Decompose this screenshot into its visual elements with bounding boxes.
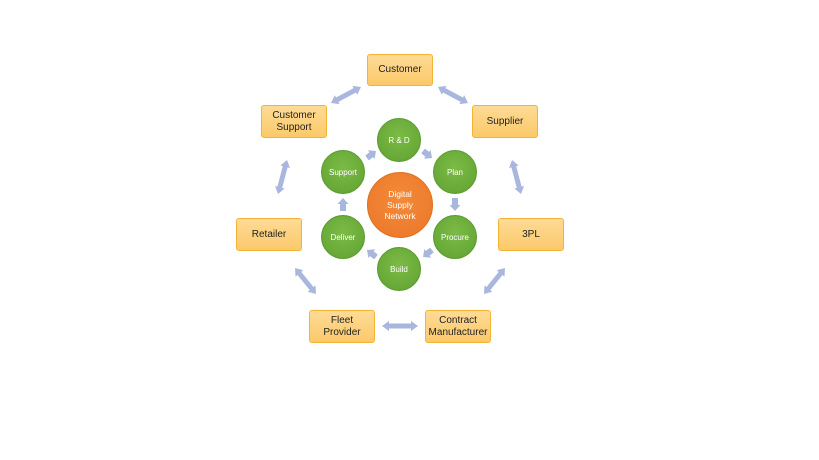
node-procure: Procure bbox=[433, 215, 477, 259]
node-support: Support bbox=[321, 150, 365, 194]
node-plan-label: Plan bbox=[446, 167, 463, 177]
node-customer: Customer bbox=[367, 54, 433, 86]
arrow-build-deliver bbox=[367, 249, 378, 260]
arrow-customer-support-customer bbox=[331, 85, 361, 105]
arrow-retailer-customer-support bbox=[275, 160, 290, 194]
node-build: Build bbox=[377, 247, 421, 291]
node-3pl-label: 3PL bbox=[522, 228, 540, 240]
node-customer-label: Customer bbox=[378, 64, 422, 75]
arrow-customer-supplier bbox=[438, 85, 468, 105]
center-label: Digital Supply Network bbox=[384, 188, 416, 221]
node-deliver-label: Deliver bbox=[330, 232, 356, 242]
node-fleet-provider-label: Fleet Provider bbox=[323, 314, 361, 338]
arrow-3pl-contract-manufacturer bbox=[484, 268, 505, 294]
node-build-label: Build bbox=[390, 264, 408, 274]
arrow-contract-manufacturer-fleet-provider bbox=[382, 321, 418, 331]
arrow-rnd-plan bbox=[421, 148, 432, 159]
node-retailer-label: Retailer bbox=[251, 228, 287, 240]
node-procure-label: Procure bbox=[440, 232, 469, 242]
node-plan: Plan bbox=[433, 150, 477, 194]
node-supplier-label: Supplier bbox=[486, 115, 524, 127]
node-contract-manufacturer: Contract Manufacturer bbox=[425, 310, 491, 343]
node-3pl: 3PL bbox=[498, 218, 564, 251]
node-support-label: Support bbox=[328, 167, 358, 177]
node-digital-supply-network: Digital Supply Network bbox=[367, 172, 433, 238]
node-supplier: Supplier bbox=[472, 105, 538, 138]
arrow-fleet-provider-retailer bbox=[295, 268, 316, 294]
node-contract-manufacturer-label: Contract Manufacturer bbox=[428, 314, 488, 338]
arrow-procure-build bbox=[423, 247, 434, 258]
node-rnd-label: R & D bbox=[388, 135, 410, 145]
node-customer-support: Customer Support bbox=[261, 105, 327, 138]
node-deliver: Deliver bbox=[321, 215, 365, 259]
arrow-plan-procure bbox=[449, 198, 461, 211]
node-fleet-provider: Fleet Provider bbox=[309, 310, 375, 343]
node-customer-support-label: Customer Support bbox=[272, 109, 316, 133]
node-rnd: R & D bbox=[377, 118, 421, 162]
arrow-deliver-support bbox=[337, 198, 349, 211]
arrow-supplier-3pl bbox=[509, 160, 524, 194]
node-retailer: Retailer bbox=[236, 218, 302, 251]
arrow-support-rnd bbox=[365, 150, 376, 161]
